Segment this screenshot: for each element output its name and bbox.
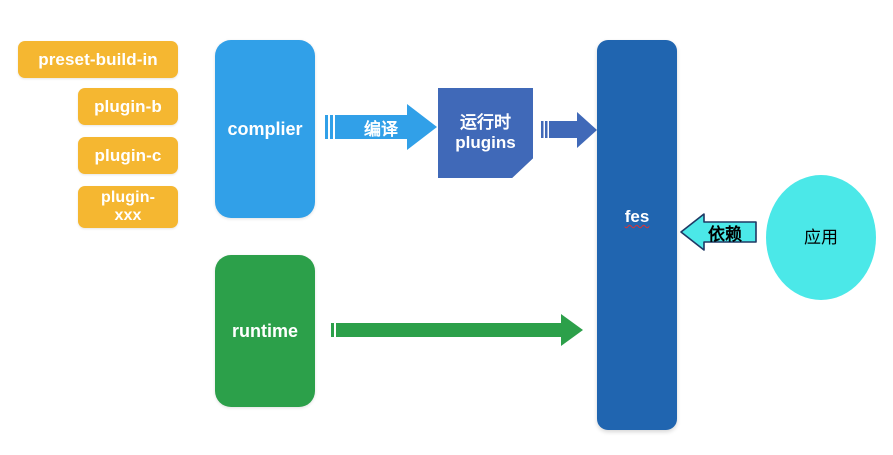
node-runtime-plugins-label-line1: 运行时	[459, 113, 511, 133]
node-plugin-xxx[interactable]: plugin- xxx	[78, 186, 178, 228]
node-runtime[interactable]: runtime	[215, 255, 315, 407]
node-preset-build-in[interactable]: preset-build-in	[18, 41, 178, 78]
node-fes-label: fes	[624, 207, 650, 227]
arrow-plugins-to-fes-icon	[541, 112, 597, 148]
arrow-plugins-to-fes	[541, 112, 597, 148]
node-application-label: 应用	[804, 227, 838, 247]
node-plugin-c[interactable]: plugin-c	[78, 137, 178, 174]
arrow-compile	[325, 104, 437, 150]
arrow-compile-icon	[325, 104, 437, 150]
node-plugin-b-label: plugin-b	[94, 96, 162, 116]
arrow-depend-label: 依赖	[708, 224, 742, 244]
arrow-depend-icon	[680, 213, 757, 251]
arrow-runtime-to-fes	[331, 312, 583, 348]
node-plugin-xxx-label-line1: plugin-	[100, 188, 155, 206]
node-runtime-plugins-label: 运行时 plugins	[455, 113, 515, 152]
node-application[interactable]: 应用	[766, 175, 876, 300]
node-complier-label: complier	[227, 118, 303, 139]
node-runtime-label: runtime	[231, 320, 298, 341]
node-runtime-plugins-label-line2: plugins	[455, 133, 516, 152]
node-plugin-b[interactable]: plugin-b	[78, 88, 178, 125]
arrow-depend	[680, 213, 757, 251]
node-runtime-plugins[interactable]: 运行时 plugins	[438, 88, 533, 178]
page-fold-icon	[512, 158, 533, 178]
node-plugin-c-label: plugin-c	[94, 145, 162, 165]
arrow-compile-label: 编译	[364, 119, 398, 139]
node-plugin-xxx-label-line2: xxx	[114, 207, 142, 224]
node-complier[interactable]: complier	[215, 40, 315, 218]
node-preset-build-in-label: preset-build-in	[38, 49, 158, 69]
arrow-runtime-to-fes-icon	[331, 314, 583, 346]
node-fes[interactable]: fes	[597, 40, 677, 430]
node-plugin-xxx-label: plugin- xxx	[101, 189, 155, 226]
